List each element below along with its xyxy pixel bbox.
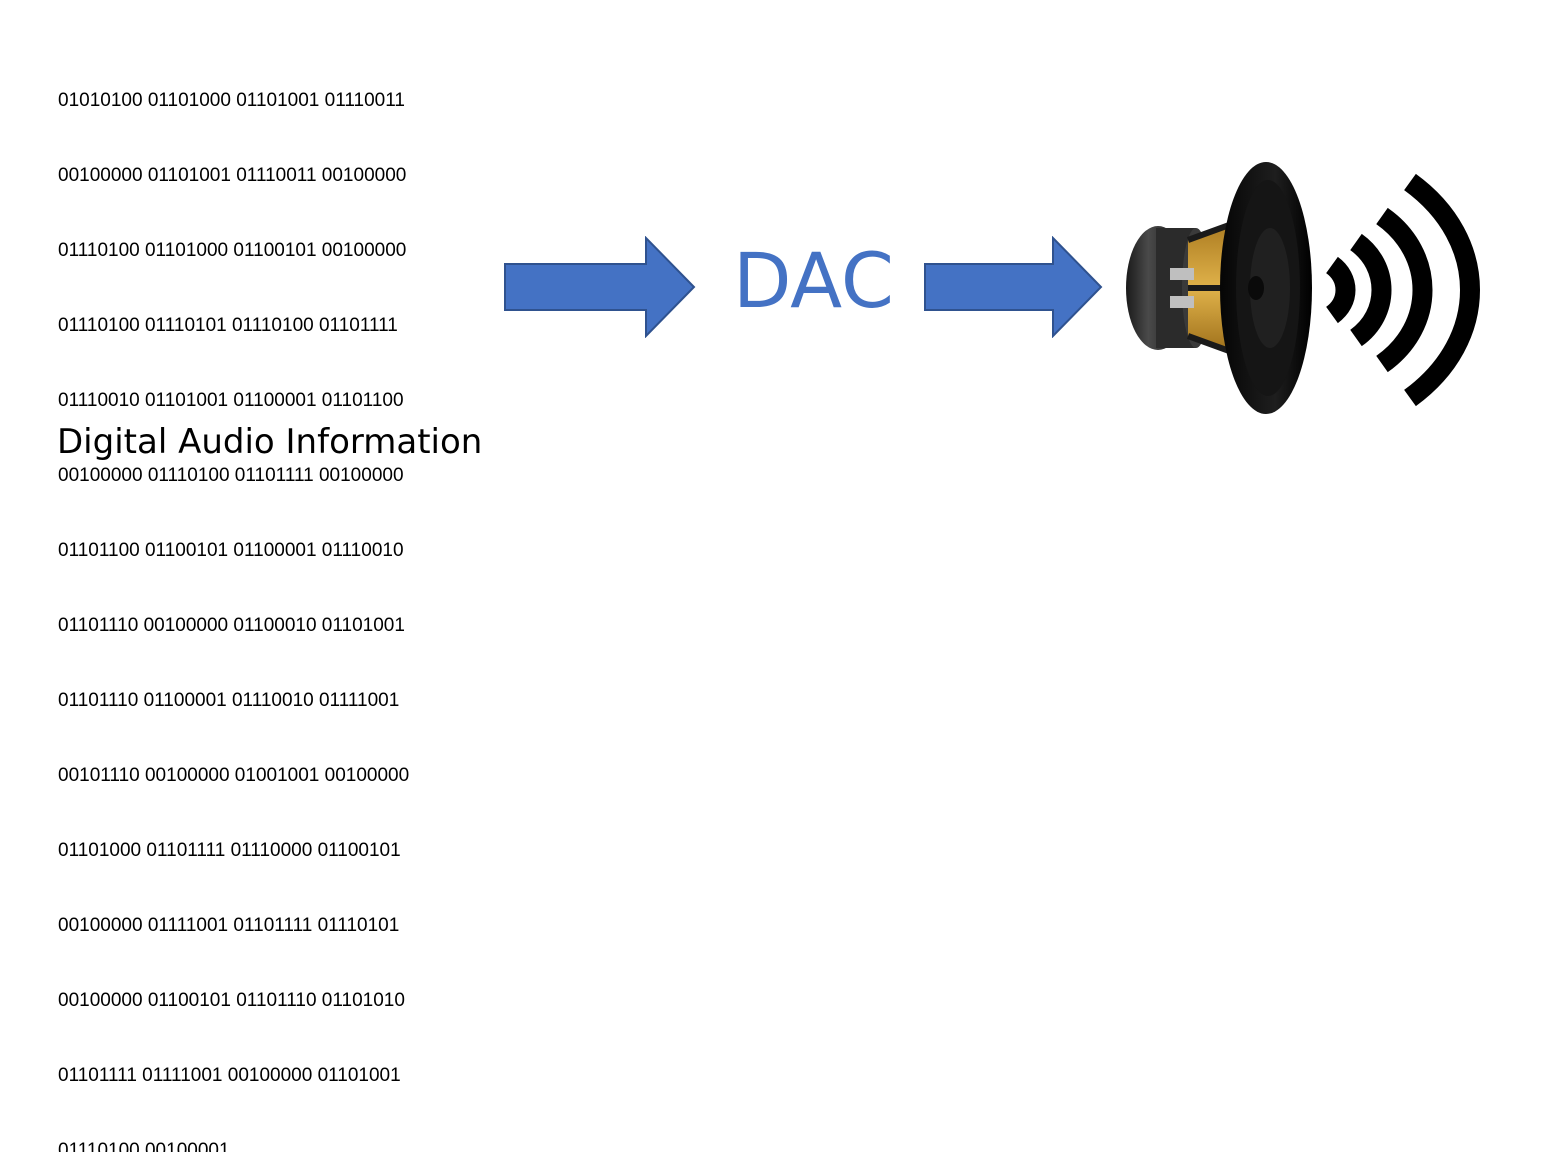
binary-line: 00100000 01110100 01101111 00100000 — [58, 465, 404, 486]
arrow-to-speaker-icon — [924, 236, 1103, 338]
dac-label: DAC — [733, 236, 894, 325]
arrow-to-dac-icon — [504, 236, 696, 338]
binary-line: 00100000 01101001 01110011 00100000 — [58, 165, 407, 186]
binary-line: 01110100 00100001 — [58, 1140, 230, 1152]
binary-line: 01110100 01101000 01100101 00100000 — [58, 240, 407, 261]
binary-line: 01110010 01101001 01100001 01101100 — [58, 390, 404, 411]
binary-line: 01110100 01110101 01110100 01101111 — [58, 315, 398, 336]
sound-waves-icon — [1325, 173, 1480, 407]
binary-line: 01101111 01111001 00100000 01101001 — [58, 1065, 401, 1086]
binary-line: 00101110 00100000 01001001 00100000 — [58, 765, 410, 786]
binary-line: 00100000 01100101 01101110 01101010 — [58, 990, 405, 1011]
digital-audio-caption: Digital Audio Information — [57, 422, 483, 462]
speaker-icon — [1126, 162, 1312, 414]
binary-data-block: 01010100 01101000 01101001 01110011 0010… — [58, 38, 409, 1152]
binary-line: 01101000 01101111 01110000 01100101 — [58, 840, 401, 861]
binary-line: 01010100 01101000 01101001 01110011 — [58, 90, 405, 111]
binary-line: 01101100 01100101 01100001 01110010 — [58, 540, 404, 561]
binary-line: 01101110 01100001 01110010 01111001 — [58, 690, 400, 711]
binary-line: 01101110 00100000 01100010 01101001 — [58, 615, 405, 636]
binary-line: 00100000 01111001 01101111 01110101 — [58, 915, 400, 936]
